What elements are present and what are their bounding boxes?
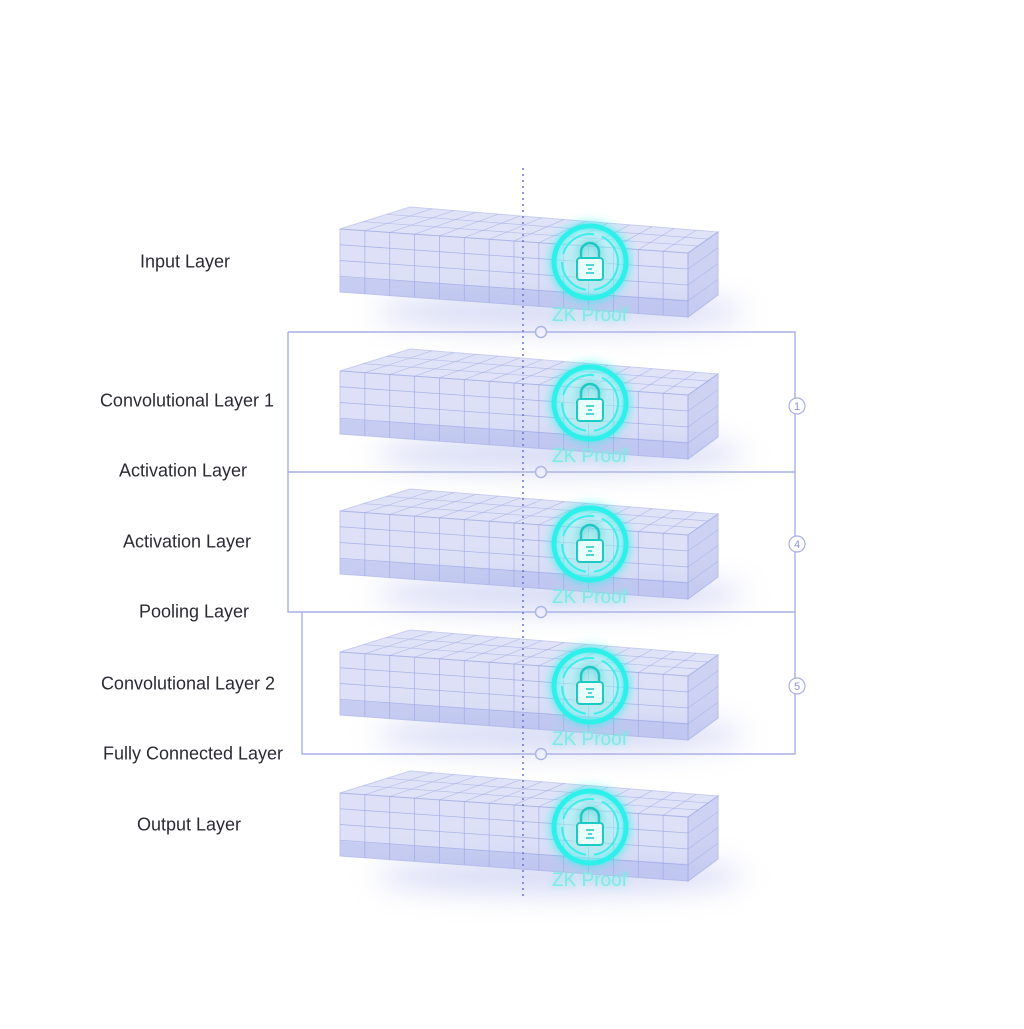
lock-icon (576, 382, 604, 422)
zk-proof-label: ZK Proof (552, 729, 628, 750)
step-marker-1: 1 (788, 397, 806, 415)
label-activation-layer-a: Activation Layer (118, 460, 248, 481)
label-pooling-layer: Pooling Layer (138, 601, 250, 622)
zk-proof-label: ZK Proof (552, 587, 628, 608)
step-marker-4: 4 (788, 535, 806, 553)
label-conv-layer-1: Convolutional Layer 1 (99, 390, 275, 411)
zk-proof-badge-5: ZK Proof (538, 775, 642, 891)
zk-proof-badges: ZK Proof ZK Proof ZK Proof ZK Proof ZK P… (538, 210, 642, 891)
step-marker-number: 5 (794, 681, 800, 693)
zk-proof-badge-3: ZK Proof (538, 492, 642, 608)
zk-proof-badge-2: ZK Proof (538, 351, 642, 467)
zk-proof-label: ZK Proof (552, 870, 628, 891)
label-fully-connected-layer: Fully Connected Layer (102, 743, 284, 764)
zk-proof-label: ZK Proof (552, 305, 628, 326)
step-marker-number: 4 (794, 539, 800, 551)
label-conv-layer-2: Convolutional Layer 2 (100, 673, 276, 694)
zk-proof-label: ZK Proof (552, 446, 628, 467)
step-marker-5: 5 (788, 677, 806, 695)
lock-icon (576, 523, 604, 563)
label-input-layer: Input Layer (139, 251, 231, 272)
step-markers: 1 4 5 (788, 397, 806, 695)
label-output-layer: Output Layer (136, 814, 242, 835)
lock-icon (576, 241, 604, 281)
step-marker-number: 1 (794, 401, 800, 413)
lock-icon (576, 665, 604, 705)
zk-proof-badge-1: ZK Proof (538, 210, 642, 326)
label-activation-layer-b: Activation Layer (122, 531, 252, 552)
lock-icon (576, 806, 604, 846)
zk-proof-badge-4: ZK Proof (538, 634, 642, 750)
